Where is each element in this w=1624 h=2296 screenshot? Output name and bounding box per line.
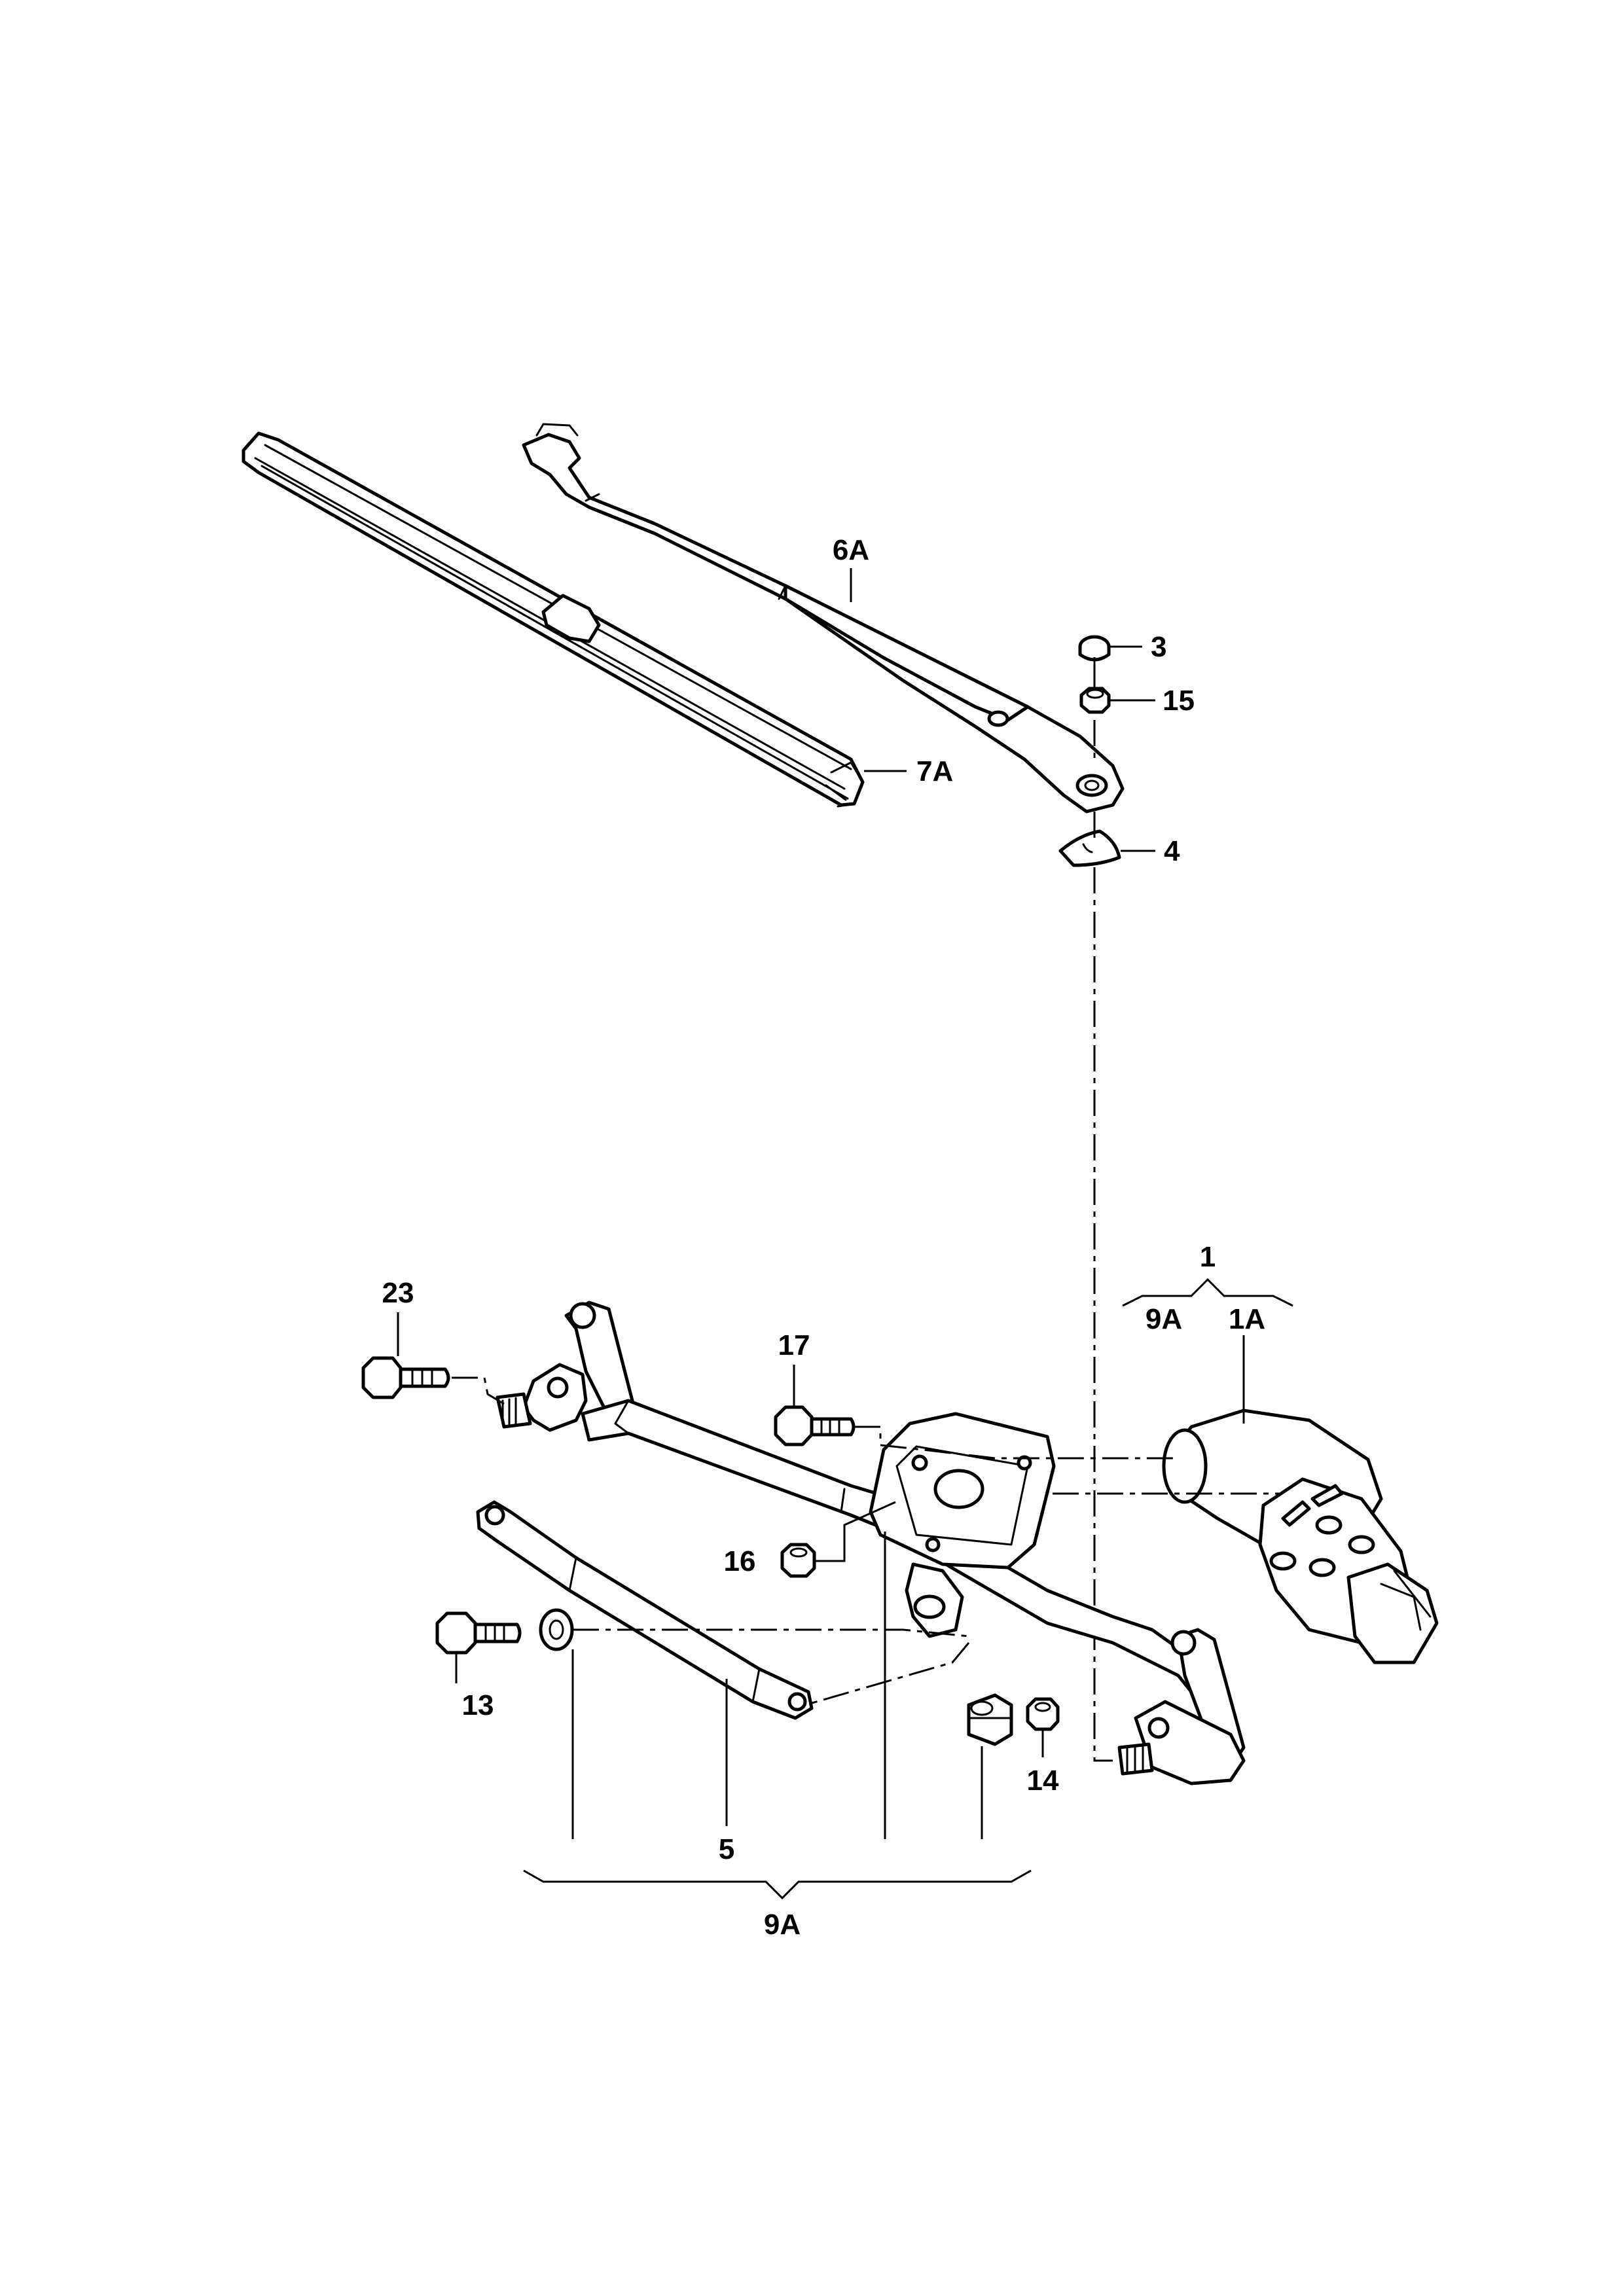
wiper-linkage-frame (496, 1300, 1246, 1785)
callout-23: 23 (382, 1277, 414, 1309)
callout-6a: 6A (833, 534, 869, 566)
bushing-13 (539, 1608, 574, 1651)
grommet (967, 1693, 1013, 1746)
callout-1a: 1A (1229, 1303, 1265, 1335)
callout-17: 17 (778, 1329, 810, 1361)
wiper-arm (522, 423, 1125, 814)
callout-3: 3 (1151, 631, 1166, 663)
bolt-23 (361, 1356, 450, 1399)
callout-15: 15 (1163, 685, 1195, 717)
wiper-motor (1162, 1408, 1439, 1664)
nut-14 (1026, 1697, 1060, 1731)
callout-14: 14 (1027, 1765, 1059, 1797)
cap-3 (1078, 635, 1111, 662)
washer-4 (1058, 829, 1121, 867)
callout-9a-linkage: 9A (764, 1909, 801, 1941)
wiper-blade (242, 431, 865, 808)
callout-13: 13 (462, 1689, 494, 1721)
callout-4: 4 (1164, 835, 1180, 867)
drive-link (476, 1500, 814, 1720)
callout-9a-motor: 9A (1146, 1303, 1182, 1335)
callout-5: 5 (719, 1833, 734, 1865)
bolt-13 (435, 1611, 522, 1655)
nut-16 (780, 1543, 816, 1578)
callout-16: 16 (724, 1545, 756, 1577)
bolt-17 (774, 1405, 856, 1446)
callout-7a: 7A (916, 755, 953, 787)
callout-1: 1 (1200, 1241, 1216, 1273)
nut-15 (1079, 687, 1111, 714)
